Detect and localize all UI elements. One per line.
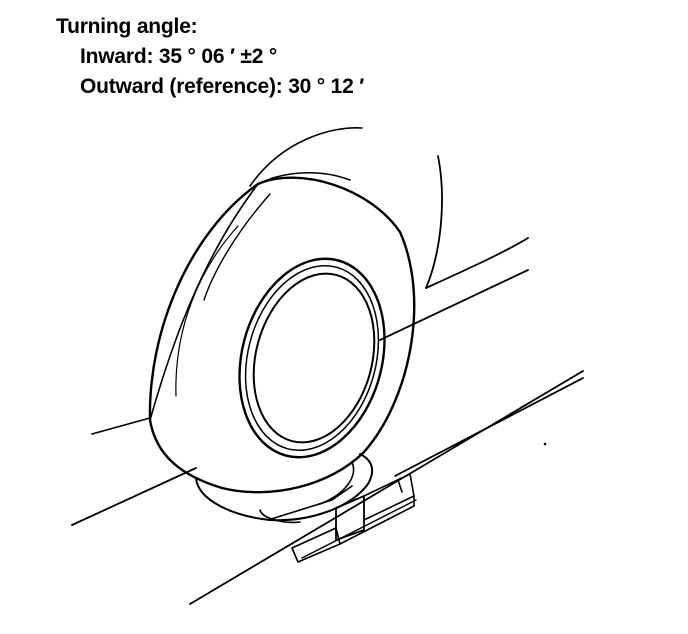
turning-radius-gauge — [195, 453, 374, 524]
front-tire — [148, 171, 416, 494]
wheel-rim — [238, 257, 386, 459]
outward-label: Outward (reference): — [80, 75, 283, 98]
speck-marks — [543, 442, 547, 446]
spec-heading: Turning angle: — [56, 15, 198, 38]
fender-outline — [249, 127, 529, 289]
gauge-bracket — [291, 473, 417, 563]
floor-lines — [71, 269, 584, 605]
inward-spec: Inward: 35 ° 06 ′ ±2 ° — [56, 42, 364, 72]
inward-label: Inward: — [80, 45, 154, 68]
outward-spec: Outward (reference): 30 ° 12 ′ — [56, 72, 364, 102]
inward-value: 35 ° 06 ′ ±2 ° — [158, 45, 278, 68]
turning-angle-spec: Turning angle: Inward: 35 ° 06 ′ ±2 ° Ou… — [56, 12, 364, 102]
outward-value: 30 ° 12 ′ — [288, 75, 365, 98]
